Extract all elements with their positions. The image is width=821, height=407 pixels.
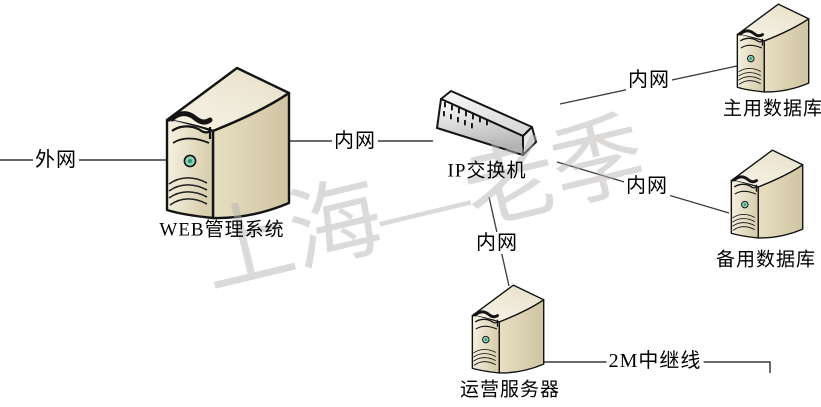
ip-switch-label: IP交换机 [447, 160, 527, 182]
ip-switch-shape [436, 90, 537, 156]
backup-db-shape [729, 148, 805, 240]
wan-link-label: 外网 [33, 149, 79, 171]
backup-db-label: 备用数据库 [715, 249, 817, 271]
web-server-shape [167, 68, 289, 218]
primary-db-label: 主用数据库 [722, 98, 821, 120]
link-lines [0, 65, 771, 373]
switch-primary-link-label: 内网 [626, 69, 672, 91]
trunk-link-label: 2M中继线 [606, 350, 704, 372]
web-server-label: WEB管理系统 [159, 219, 285, 241]
switch-backup-link-label: 内网 [624, 175, 670, 197]
ops-server-shape [470, 283, 546, 375]
primary-db-shape [735, 2, 811, 94]
web-switch-link-label: 内网 [332, 130, 378, 152]
switch-ops-link-label: 内网 [474, 232, 520, 254]
ops-server-label: 运营服务器 [459, 379, 561, 401]
